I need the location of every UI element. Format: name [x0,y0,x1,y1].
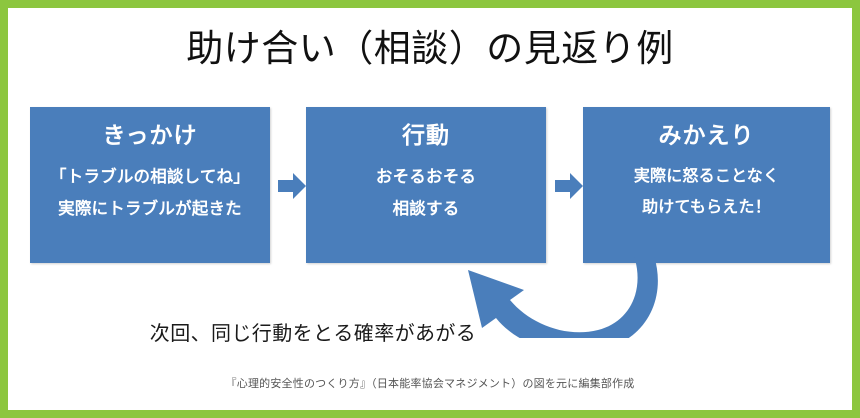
step-line-2: 助けてもらえた！ [642,199,771,217]
loop-caption: 次回、同じ行動をとる確率があがる [149,323,477,345]
step-line-1: 「トラブルの相談してね」 [50,167,250,186]
slide-content-area: 助け合い（相談）の見返り例 きっかけ 「トラブルの相談してね」 実際にトラブルが… [8,8,852,410]
step-box-koudou: 行動 おそるおそる 相談する [306,107,546,263]
arrow-right-icon [553,171,585,201]
source-credit: 『心理的安全性のつくり方』（日本能率協会マネジメント）の図を元に編集部作成 [225,378,635,390]
curved-loop-arrow-icon [448,256,658,338]
step-line-1: おそるおそる [375,167,477,186]
step-box-mikaeri: みかえり 実際に怒ることなく 助けてもらえた！ [583,107,830,263]
arrow-right-icon [276,171,308,201]
step-line-1: 実際に怒ることなく [633,167,780,185]
step-box-kikkake: きっかけ 「トラブルの相談してね」 実際にトラブルが起きた [30,107,270,263]
step-heading: きっかけ [102,122,198,148]
step-line-2: 実際にトラブルが起きた [58,200,242,219]
page-title: 助け合い（相談）の見返り例 [186,28,674,69]
step-heading: みかえり [658,122,755,148]
step-line-2: 相談する [392,200,460,219]
step-heading: 行動 [402,122,450,148]
